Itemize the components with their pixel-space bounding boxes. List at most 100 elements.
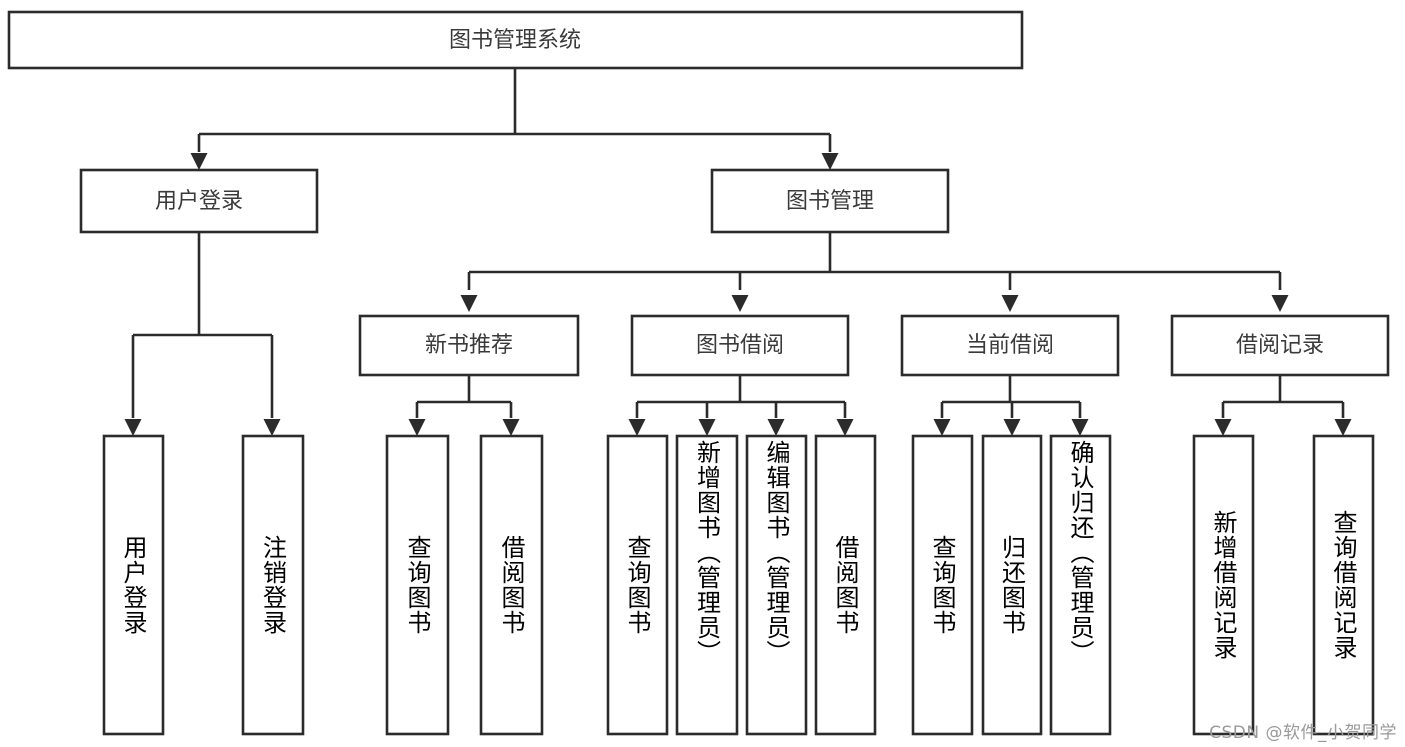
leaf-borrow-book-1-text-area: 借阅图书 bbox=[497, 535, 525, 635]
node-user-login-label: 用户登录 bbox=[155, 189, 243, 214]
leaf-add-book-box[interactable] bbox=[675, 434, 739, 736]
leaf-query-book-3-box[interactable] bbox=[911, 434, 974, 736]
connector-borrow-record-to-leaves bbox=[1221, 375, 1345, 418]
arrow-to-leaf-query-record bbox=[1334, 419, 1352, 436]
leaf-user-login[interactable]: 用户登录 bbox=[102, 434, 165, 736]
node-new-book-rec-box[interactable] bbox=[358, 314, 580, 377]
arrow-to-leaf-query-book-3 bbox=[933, 419, 951, 436]
leaf-add-book[interactable]: 新增图书（管理员） bbox=[675, 434, 739, 736]
arrow-to-book-borrow bbox=[731, 295, 749, 312]
leaf-edit-book-label: 编辑图书（管理员） bbox=[762, 440, 790, 665]
connector-user-login-to-leaves bbox=[131, 232, 274, 418]
node-root-label: 图书管理系统 bbox=[449, 28, 581, 53]
arrow-to-leaf-query-book-2 bbox=[628, 419, 646, 436]
leaf-return-book-text-area: 归还图书 bbox=[997, 535, 1026, 635]
leaf-query-book-1-text-area: 查询图书 bbox=[403, 535, 431, 635]
leaf-confirm-return-text-area: 确认归还（管理员） bbox=[1066, 440, 1094, 665]
node-root-box[interactable] bbox=[7, 10, 1024, 70]
leaf-query-book-2[interactable]: 查询图书 bbox=[606, 434, 669, 736]
leaf-query-book-3-text-area: 查询图书 bbox=[928, 535, 956, 635]
leaf-query-book-3-label: 查询图书 bbox=[928, 535, 956, 635]
node-book-mgmt[interactable]: 图书管理 bbox=[710, 168, 950, 234]
leaf-query-book-1-box[interactable] bbox=[385, 434, 450, 736]
leaf-logout[interactable]: 注销登录 bbox=[241, 434, 305, 736]
node-user-login[interactable]: 用户登录 bbox=[79, 168, 319, 234]
arrow-to-leaf-add-book bbox=[698, 419, 716, 436]
arrow-to-current-borrow bbox=[1001, 295, 1019, 312]
node-book-mgmt-label: 图书管理 bbox=[786, 189, 874, 214]
connector-root-to-level2 bbox=[197, 68, 832, 152]
leaf-logout-text-area: 注销登录 bbox=[259, 535, 287, 635]
leaf-confirm-return-label: 确认归还（管理员） bbox=[1066, 440, 1094, 665]
connector-new-book-rec-to-leaves bbox=[415, 375, 513, 418]
leaf-user-login-box[interactable] bbox=[102, 434, 165, 736]
leaf-edit-book-text-area: 编辑图书（管理员） bbox=[762, 440, 790, 665]
node-borrow-record[interactable]: 借阅记录 bbox=[1170, 314, 1390, 377]
leaf-add-record-text-area: 新增借阅记录 bbox=[1209, 510, 1237, 660]
arrow-to-new-book-rec bbox=[460, 295, 478, 312]
leaf-logout-box[interactable] bbox=[241, 434, 305, 736]
arrow-to-book-mgmt bbox=[821, 153, 839, 170]
leaf-query-book-1[interactable]: 查询图书 bbox=[385, 434, 450, 736]
leaf-add-record[interactable]: 新增借阅记录 bbox=[1192, 434, 1255, 736]
node-book-borrow-label: 图书借阅 bbox=[696, 333, 784, 358]
leaf-query-record-label: 查询借阅记录 bbox=[1329, 510, 1357, 660]
leaf-return-book-box[interactable] bbox=[981, 434, 1043, 736]
connector-book-borrow-to-leaves bbox=[635, 375, 847, 418]
leaf-query-book-2-box[interactable] bbox=[606, 434, 669, 736]
connector-book-mgmt-to-level3 bbox=[467, 232, 1282, 290]
leaf-add-record-label: 新增借阅记录 bbox=[1209, 510, 1237, 660]
arrow-to-leaf-user-login bbox=[124, 419, 142, 436]
leaf-query-book-3[interactable]: 查询图书 bbox=[911, 434, 974, 736]
node-book-borrow-box[interactable] bbox=[630, 314, 850, 377]
leaf-query-record-box[interactable] bbox=[1312, 434, 1375, 736]
leaf-borrow-book-1[interactable]: 借阅图书 bbox=[479, 434, 544, 736]
leaf-borrow-book-2-label: 借阅图书 bbox=[831, 535, 859, 635]
arrow-to-leaf-edit-book bbox=[767, 419, 785, 436]
arrow-to-leaf-confirm-return bbox=[1071, 419, 1089, 436]
node-current-borrow[interactable]: 当前借阅 bbox=[900, 314, 1120, 377]
leaf-add-book-text-area: 新增图书（管理员） bbox=[692, 440, 721, 665]
leaf-confirm-return-box[interactable] bbox=[1049, 434, 1112, 736]
leaf-query-book-1-label: 查询图书 bbox=[403, 535, 431, 635]
leaf-edit-book-box[interactable] bbox=[745, 434, 808, 736]
node-root[interactable]: 图书管理系统 bbox=[7, 10, 1024, 70]
watermark-text: CSDN @软件_小贺同学 bbox=[1209, 723, 1397, 743]
connectors bbox=[124, 68, 1352, 436]
node-new-book-rec-label: 新书推荐 bbox=[425, 333, 513, 358]
connector-current-borrow-to-leaves bbox=[940, 375, 1082, 418]
leaf-query-record-text-area: 查询借阅记录 bbox=[1329, 510, 1357, 660]
arrow-to-leaf-add-record bbox=[1214, 419, 1232, 436]
node-book-mgmt-box[interactable] bbox=[710, 168, 950, 234]
leaf-query-record[interactable]: 查询借阅记录 bbox=[1312, 434, 1375, 736]
arrow-to-leaf-logout bbox=[263, 419, 281, 436]
node-borrow-record-label: 借阅记录 bbox=[1236, 333, 1324, 358]
leaf-query-book-2-label: 查询图书 bbox=[623, 535, 651, 635]
arrow-to-leaf-return-book bbox=[1003, 419, 1021, 436]
leaf-return-book-label: 归还图书 bbox=[997, 535, 1026, 635]
leaf-borrow-book-2-box[interactable] bbox=[814, 434, 877, 736]
node-book-borrow[interactable]: 图书借阅 bbox=[630, 314, 850, 377]
leaf-return-book[interactable]: 归还图书 bbox=[981, 434, 1043, 736]
leaf-query-book-2-text-area: 查询图书 bbox=[623, 535, 651, 635]
leaf-confirm-return[interactable]: 确认归还（管理员） bbox=[1049, 434, 1112, 736]
leaf-borrow-book-2[interactable]: 借阅图书 bbox=[814, 434, 877, 736]
node-current-borrow-label: 当前借阅 bbox=[966, 333, 1054, 358]
leaf-user-login-label: 用户登录 bbox=[119, 535, 147, 635]
arrow-to-user-login bbox=[190, 153, 208, 170]
arrow-to-leaf-query-book-1 bbox=[408, 419, 426, 436]
leaf-borrow-book-1-label: 借阅图书 bbox=[497, 535, 525, 635]
node-new-book-rec[interactable]: 新书推荐 bbox=[358, 314, 580, 377]
arrow-to-leaf-borrow-book-2 bbox=[836, 419, 854, 436]
node-current-borrow-box[interactable] bbox=[900, 314, 1120, 377]
node-user-login-box[interactable] bbox=[79, 168, 319, 234]
leaf-edit-book[interactable]: 编辑图书（管理员） bbox=[745, 434, 808, 736]
leaf-user-login-text-area: 用户登录 bbox=[119, 535, 147, 635]
arrow-to-borrow-record bbox=[1271, 295, 1289, 312]
leaf-add-book-label: 新增图书（管理员） bbox=[692, 440, 721, 665]
leaf-add-record-box[interactable] bbox=[1192, 434, 1255, 736]
leaf-borrow-book-1-box[interactable] bbox=[479, 434, 544, 736]
node-borrow-record-box[interactable] bbox=[1170, 314, 1390, 377]
